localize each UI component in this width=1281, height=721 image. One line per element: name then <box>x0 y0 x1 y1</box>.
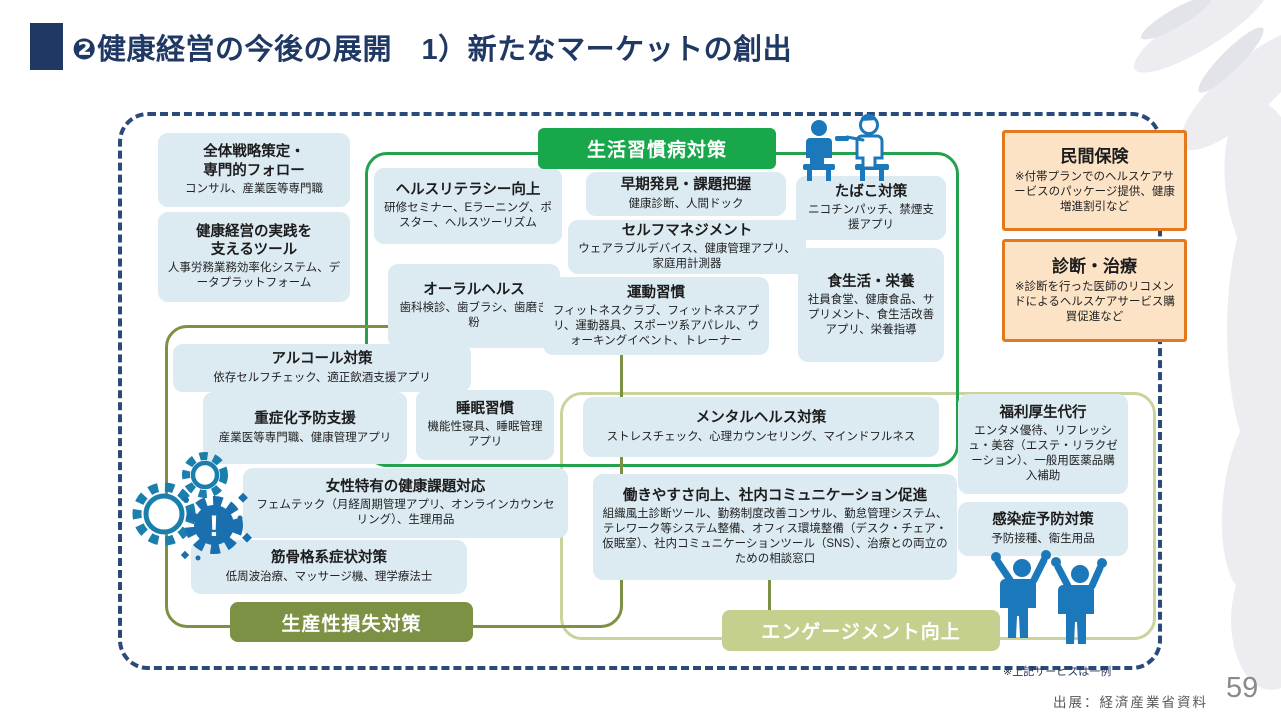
card-workstyle: 働きやすさ向上、社内コミュニケーション促進 組織風土診断ツール、勤務制度改善コン… <box>593 474 957 580</box>
card-womens-health: 女性特有の健康課題対応 フェムテック（月経周期管理アプリ、オンラインカウンセリン… <box>243 468 568 538</box>
card-diet: 食生活・栄養 社員食堂、健康食品、サプリメント、食生活改善アプリ、栄養指導 <box>798 248 944 362</box>
card-title: 健康経営の実践を 支えるツール <box>196 223 312 259</box>
card-body: 機能性寝具、睡眠管理アプリ <box>427 421 543 449</box>
card-body: 低周波治療、マッサージ機、理学療法士 <box>225 570 433 583</box>
card-title: 福利厚生代行 <box>999 405 1087 422</box>
card-body: 予防接種、衛生用品 <box>991 532 1095 545</box>
card-title: 感染症予防対策 <box>992 512 1094 529</box>
leaf-watermark <box>1134 0 1281 690</box>
card-body: 依存セルフチェック、適正飲酒支援アプリ <box>213 371 431 384</box>
card-body: ニコチンパッチ、禁煙支援アプリ <box>808 204 934 232</box>
card-severity-prevention: 重症化予防支援 産業医等専門職、健康管理アプリ <box>203 392 407 464</box>
card-body: 人事労務業務効率化システム、データプラットフォーム <box>167 262 341 290</box>
svg-text:!: ! <box>209 510 219 543</box>
card-title: 早期発見・課題把握 <box>620 177 752 194</box>
card-sleep: 睡眠習慣 機能性寝具、睡眠管理アプリ <box>416 390 554 460</box>
card-infection-prevention: 感染症予防対策 予防接種、衛生用品 <box>958 502 1128 556</box>
card-body: ※診断を行った医師のリコメンドによるヘルスケアサービス購買促進など <box>1014 280 1175 323</box>
card-title: ヘルスリテラシー向上 <box>395 182 541 198</box>
card-body: 組織風土診断ツール、勤務制度改善コンサル、勤怠管理システム、テレワーク等システム… <box>602 508 948 565</box>
card-body: エンタメ優待、リフレッシュ・美容（エステ・リラクゼーション）、一般用医薬品購入補… <box>968 425 1118 482</box>
card-title: セルフマネジメント <box>621 223 753 239</box>
card-tools: 健康経営の実践を 支えるツール 人事労務業務効率化システム、データプラットフォー… <box>158 212 350 302</box>
card-tobacco: たばこ対策 ニコチンパッチ、禁煙支援アプリ <box>796 176 946 240</box>
card-title: 女性特有の健康課題対応 <box>325 479 486 495</box>
title-accent-bar <box>30 23 63 70</box>
connector-workstyle-engagement <box>768 578 771 612</box>
group-label-productivity: 生産性損失対策 <box>230 602 473 642</box>
card-oral: オーラルヘルス 歯科検診、歯ブラシ、歯磨き粉 <box>388 264 560 348</box>
card-diagnosis-treatment: 診断・治療 ※診断を行った医師のリコメンドによるヘルスケアサービス購買促進など <box>1002 239 1187 342</box>
card-exercise: 運動習慣 フィットネスクラブ、フィットネスアプリ、運動器具、スポーツ系アパレル、… <box>543 277 769 355</box>
card-title: 睡眠習慣 <box>456 401 514 417</box>
card-self-management: セルフマネジメント ウェアラブルデバイス、健康管理アプリ、家庭用計測器 <box>568 220 806 274</box>
card-title: 食生活・栄養 <box>827 273 915 290</box>
card-mental-health: メンタルヘルス対策 ストレスチェック、心理カウンセリング、マインドフルネス <box>583 397 939 457</box>
card-literacy: ヘルスリテラシー向上 研修セミナー、Eラーニング、ポスター、ヘルスツーリズム <box>374 168 562 244</box>
page-number: 59 <box>1226 672 1259 704</box>
source-credit: 出展：経済産業省資料 <box>1053 695 1208 710</box>
card-body: 社員食堂、健康食品、サプリメント、食生活改善アプリ、栄養指導 <box>807 293 935 336</box>
card-musculoskeletal: 筋骨格系症状対策 低周波治療、マッサージ機、理学療法士 <box>191 540 467 594</box>
footnote: ※上記サービスは一例 <box>1003 666 1112 678</box>
card-strategy: 全体戦略策定・ 専門的フォロー コンサル、産業医等専門職 <box>158 133 350 207</box>
gears-alert-icon: ! <box>132 452 252 561</box>
card-title: 診断・治療 <box>1052 257 1137 277</box>
card-title: 運動習慣 <box>627 284 685 301</box>
card-title: オーラルヘルス <box>423 282 525 298</box>
card-body: コンサル、産業医等専門職 <box>185 182 323 195</box>
card-title: 重症化予防支援 <box>254 411 356 428</box>
card-alcohol: アルコール対策 依存セルフチェック、適正飲酒支援アプリ <box>173 344 471 392</box>
card-body: ウェアラブルデバイス、健康管理アプリ、家庭用計測器 <box>578 243 796 271</box>
card-title: 働きやすさ向上、社内コミュニケーション促進 <box>622 488 928 505</box>
card-body: 歯科検診、歯ブラシ、歯磨き粉 <box>399 302 549 330</box>
card-body: 健康診断、人間ドック <box>628 197 744 210</box>
group-label-lifestyle: 生活習慣病対策 <box>538 128 776 169</box>
card-welfare: 福利厚生代行 エンタメ優待、リフレッシュ・美容（エステ・リラクゼーション）、一般… <box>958 394 1128 494</box>
card-early-detection: 早期発見・課題把握 健康診断、人間ドック <box>586 172 786 216</box>
card-title: 筋骨格系症状対策 <box>271 550 387 567</box>
diagram-outer-dashed-border <box>118 112 1162 670</box>
card-title: 民間保険 <box>1060 147 1129 167</box>
card-body: フィットネスクラブ、フィットネスアプリ、運動器具、スポーツ系アパレル、ウォーキン… <box>552 304 760 347</box>
consultation-icon <box>803 114 889 181</box>
group-label-engagement: エンゲージメント向上 <box>722 610 1000 651</box>
cheering-people-icon <box>991 550 1107 644</box>
page-title: ❷健康経営の今後の展開 1）新たなマーケットの創出 <box>72 34 793 66</box>
card-body: フェムテック（月経周期管理アプリ、オンラインカウンセリング）、生理用品 <box>256 499 555 527</box>
card-body: 産業医等専門職、健康管理アプリ <box>218 431 392 444</box>
card-title: 全体戦略策定・ 専門的フォロー <box>203 144 305 179</box>
card-body: ※付帯プランでのヘルスケアサービスのパッケージ提供、健康増進割引など <box>1014 170 1175 213</box>
card-body: ストレスチェック、心理カウンセリング、マインドフルネス <box>606 430 916 443</box>
card-body: 研修セミナー、Eラーニング、ポスター、ヘルスツーリズム <box>384 202 552 230</box>
card-title: たばこ対策 <box>834 184 908 200</box>
card-private-insurance: 民間保険 ※付帯プランでのヘルスケアサービスのパッケージ提供、健康増進割引など <box>1002 130 1187 231</box>
card-title: メンタルヘルス対策 <box>695 410 827 427</box>
card-title: アルコール対策 <box>271 351 373 368</box>
